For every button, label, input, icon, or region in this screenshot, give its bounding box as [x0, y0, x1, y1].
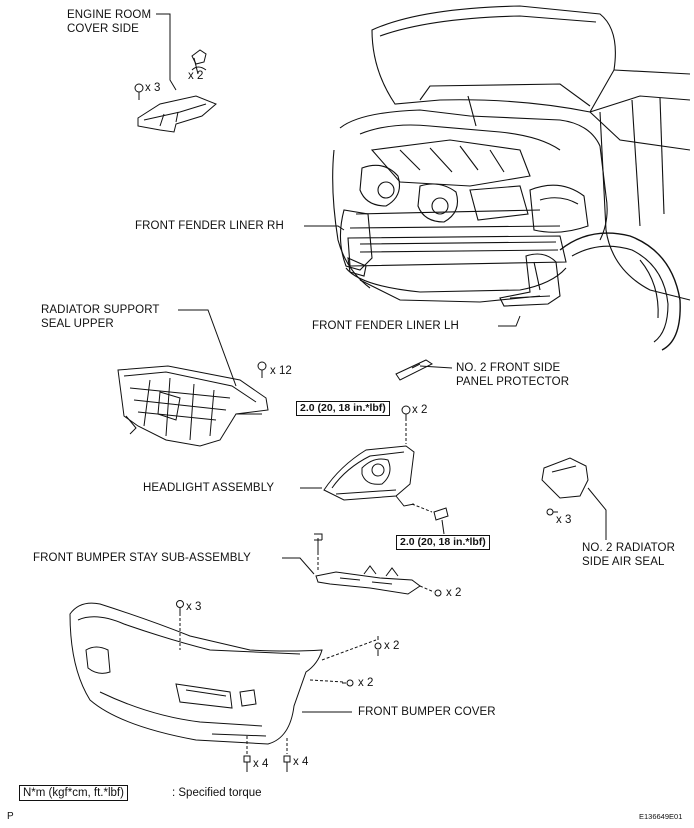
label-front-fender-liner-lh: FRONT FENDER LINER LH [312, 320, 459, 332]
screw-icon [283, 738, 291, 772]
label-front-bumper-cover: FRONT BUMPER COVER [358, 706, 496, 718]
torque-headlight-upper: 2.0 (20, 18 in.*lbf) [296, 401, 390, 416]
engine-room-cover-side-part [137, 13, 217, 133]
clip-icon [257, 361, 267, 378]
bolt-icon [433, 507, 449, 535]
bolt-icon [401, 405, 411, 420]
screw-icon [321, 636, 382, 661]
qty-bumper-bottom-screw-2: x 4 [293, 756, 309, 768]
nut-icon [434, 589, 442, 597]
qty-headlight-bolt-upper: x 2 [412, 404, 428, 416]
screw-icon [134, 83, 144, 100]
label-engine-room-cover-side: ENGINE ROOM COVER SIDE [67, 9, 152, 35]
qty-bumper-top-clip: x 3 [186, 601, 202, 613]
headlight-assembly-part [300, 418, 433, 513]
label-front-fender-liner-rh: FRONT FENDER LINER RH [135, 220, 284, 232]
qty-bumper-side-screw-2: x 2 [358, 677, 374, 689]
front-bumper-cover-part [69, 602, 352, 745]
no2-front-side-panel-protector-part [395, 359, 453, 381]
qty-bumper-stay-nut: x 2 [446, 587, 462, 599]
legend-torque-box: N*m (kgf*cm, ft.*lbf) [19, 785, 128, 801]
qty-engine-cover-screw: x 3 [145, 82, 161, 94]
no2-radiator-side-air-seal-part [541, 457, 607, 540]
clip-icon [191, 49, 207, 75]
clip-icon [176, 600, 184, 650]
figure-code: E136649E01 [639, 812, 683, 821]
screw-icon [309, 679, 354, 687]
qty-engine-cover-clip: x 2 [188, 70, 204, 82]
clip-icon [546, 508, 558, 516]
label-front-bumper-stay-sub-assembly: FRONT BUMPER STAY SUB-ASSEMBLY [33, 552, 251, 564]
screw-icon [243, 736, 251, 772]
label-no2-front-side-panel-protector: NO. 2 FRONT SIDE PANEL PROTECTOR [456, 362, 570, 388]
leader-fender-rh [304, 225, 345, 231]
vehicle-illustration [332, 5, 691, 351]
label-radiator-support-seal-upper: RADIATOR SUPPORT SEAL UPPER [41, 304, 160, 330]
qty-bumper-bottom-screw-1: x 4 [253, 758, 269, 770]
qty-radiator-seal-clip: x 12 [270, 365, 292, 377]
torque-headlight-lower: 2.0 (20, 18 in.*lbf) [396, 535, 490, 550]
qty-air-seal-clip: x 3 [556, 514, 572, 526]
footer-left-mark: P [7, 811, 14, 822]
leader-fender-lh [498, 315, 521, 327]
label-no2-radiator-side-air-seal: NO. 2 RADIATOR SIDE AIR SEAL [582, 542, 675, 568]
label-headlight-assembly: HEADLIGHT ASSEMBLY [143, 482, 275, 494]
qty-bumper-side-screw-1: x 2 [384, 640, 400, 652]
legend-torque-text: : Specified torque [172, 787, 262, 799]
front-bumper-stay-part [282, 533, 435, 595]
radiator-support-seal-upper-part [117, 309, 269, 447]
